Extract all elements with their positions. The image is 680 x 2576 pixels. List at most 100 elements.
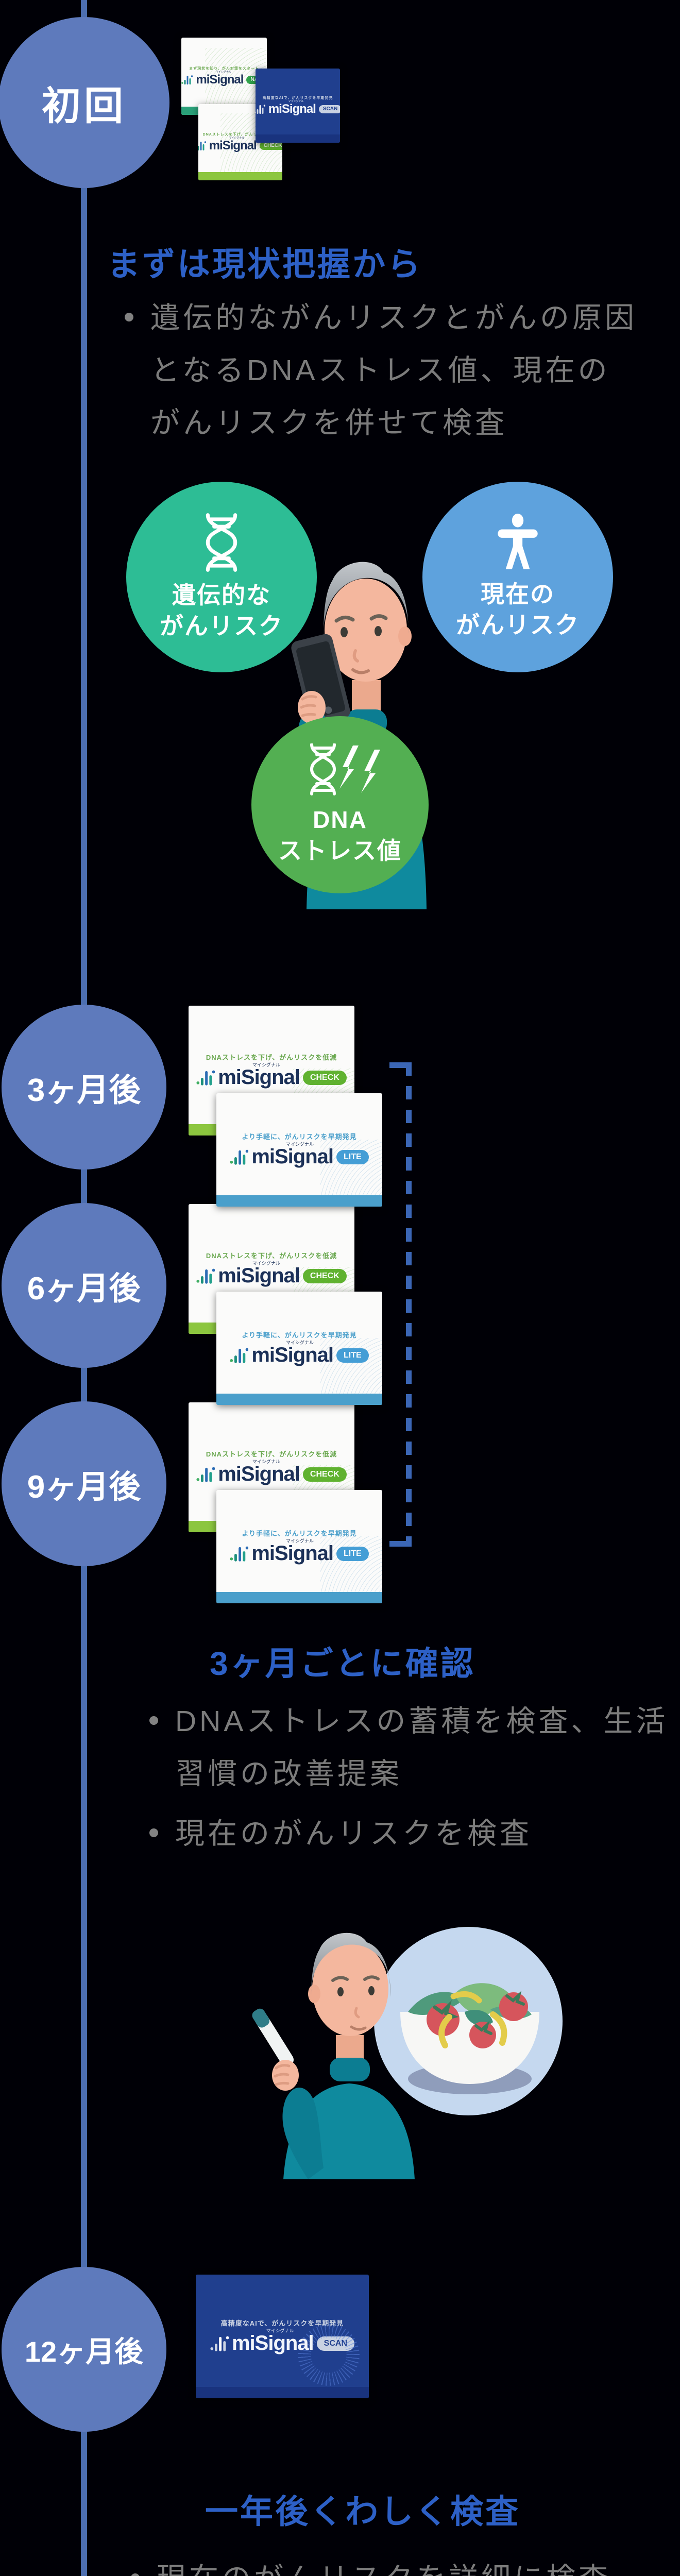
badge-label: 9ヶ月後 bbox=[27, 1469, 141, 1505]
variant-pill: CHECK bbox=[302, 1070, 347, 1085]
section-heading-first: まずは現状把握から bbox=[107, 246, 422, 283]
variant-pill: CHECK bbox=[302, 1467, 347, 1482]
equalizer-icon bbox=[181, 75, 193, 84]
risk-label-line: 遺伝的な bbox=[172, 582, 271, 608]
mesh-decoration bbox=[320, 1536, 382, 1598]
badge-label: 3ヶ月後 bbox=[27, 1073, 141, 1108]
salad-bowl-icon bbox=[400, 1983, 539, 2094]
bullet-item: 現在のがんリスクを詳細に検査 bbox=[131, 2552, 677, 2576]
brand-name: miSignal bbox=[231, 2332, 314, 2354]
brand-kana: マイシグナル bbox=[229, 136, 245, 140]
box-band bbox=[216, 1394, 382, 1405]
brand-name: miSignal bbox=[218, 1066, 300, 1089]
group-bracket-line bbox=[406, 1062, 412, 1547]
equalizer-icon bbox=[230, 1546, 249, 1562]
product-tagline: より手軽に、がんリスクを早期発見 bbox=[242, 1331, 357, 1339]
person-with-test-illustration bbox=[252, 1933, 415, 2179]
box-band bbox=[216, 1195, 382, 1207]
product-tagline: DNAストレスを下げ、がんリスクを低減 bbox=[206, 1252, 337, 1260]
bullet-list-quarterly: DNAストレスの蓄積を検査、生活習慣の改善提案 現在のがんリスクを検査 bbox=[149, 1695, 680, 1860]
bullet-list-first: 遺伝的ながんリスクとがんの原因となるDNAストレス値、現在のがんリスクを併せて検… bbox=[125, 292, 637, 449]
timeline-badge-3months: 3ヶ月後 bbox=[2, 1005, 166, 1170]
equalizer-icon bbox=[196, 1070, 215, 1086]
equalizer-icon bbox=[196, 1467, 215, 1482]
risk-circle-current: 現在の がんリスク bbox=[422, 482, 613, 672]
group-bracket-top bbox=[389, 1062, 408, 1068]
product-tagline: DNAストレスを下げ、がんリスクを低減 bbox=[206, 1054, 337, 1061]
product-tagline: DNAストレスを下げ、がんリスクを低減 bbox=[202, 132, 278, 137]
brand-name: miSignal bbox=[209, 138, 257, 152]
box-band bbox=[196, 2387, 369, 2398]
box-band bbox=[198, 172, 282, 180]
dna-bolt-icon bbox=[310, 743, 380, 795]
brand-kana: マイシグナル bbox=[252, 1062, 280, 1067]
product-tagline: より手軽に、がんリスクを早期発見 bbox=[242, 1133, 357, 1141]
risk-label-line: DNA bbox=[313, 806, 367, 833]
risk-label-line: ストレス値 bbox=[278, 837, 402, 864]
mesh-decoration bbox=[320, 1140, 382, 1201]
risk-label-line: がんリスク bbox=[160, 613, 283, 639]
brand-kana: マイシグナル bbox=[288, 99, 304, 103]
equalizer-icon bbox=[230, 1149, 249, 1165]
brand-name: miSignal bbox=[251, 1344, 334, 1366]
brand-kana: マイシグナル bbox=[266, 2328, 294, 2333]
product-tagline: 高精度なAIで、がんリスクを早期発見 bbox=[220, 2319, 344, 2327]
brand-name: miSignal bbox=[251, 1542, 334, 1565]
equalizer-icon bbox=[230, 1348, 249, 1363]
variant-pill: LITE bbox=[336, 1149, 369, 1164]
bullet-item: 遺伝的ながんリスクとがんの原因となるDNAストレス値、現在のがんリスクを併せて検… bbox=[125, 292, 637, 449]
risk-label-line: 現在の bbox=[481, 581, 555, 607]
risk-circle-dna-stress: DNA ストレス値 bbox=[251, 716, 429, 893]
badge-label: 12ヶ月後 bbox=[24, 2335, 144, 2368]
brand-kana: マイシグナル bbox=[285, 1142, 314, 1147]
risk-label-line: がんリスク bbox=[456, 612, 580, 638]
brand-name: miSignal bbox=[196, 72, 244, 87]
timeline-badge-9months: 9ヶ月後 bbox=[2, 1401, 166, 1566]
variant-pill: LITE bbox=[336, 1348, 369, 1363]
variant-pill: CHECK bbox=[302, 1268, 347, 1283]
bullet-item: DNAストレスの蓄積を検査、生活習慣の改善提案 bbox=[149, 1695, 680, 1800]
timeline-badge-12months: 12ヶ月後 bbox=[2, 2267, 166, 2432]
product-tagline: より手軽に、がんリスクを早期発見 bbox=[242, 1530, 357, 1537]
variant-pill: SCAN bbox=[318, 105, 340, 113]
dna-icon bbox=[206, 513, 237, 572]
burst-decoration bbox=[298, 2324, 360, 2386]
timeline-badge-first: 初回 bbox=[0, 17, 169, 188]
equalizer-icon bbox=[196, 1268, 215, 1284]
equalizer-icon bbox=[256, 104, 265, 114]
product-tagline: まず現状を知り、がん対策をスタート bbox=[189, 66, 259, 71]
equalizer-icon bbox=[198, 141, 206, 150]
mesh-decoration bbox=[320, 1338, 382, 1400]
brand-kana: マイシグナル bbox=[252, 1261, 280, 1266]
section-heading-quarterly: 3ヶ月ごとに確認 bbox=[210, 1645, 475, 1682]
variant-pill: LITE bbox=[336, 1546, 369, 1561]
product-tagline: 高精度なAIで、がんリスクを早期発見 bbox=[262, 96, 333, 100]
brand-kana: マイシグナル bbox=[285, 1538, 314, 1544]
badge-label: 初回 bbox=[42, 84, 126, 128]
brand-name: miSignal bbox=[218, 1264, 300, 1287]
group-bracket-bottom bbox=[389, 1541, 408, 1547]
timeline-badge-6months: 6ヶ月後 bbox=[2, 1203, 166, 1368]
variant-pill: CHECK bbox=[259, 141, 282, 150]
person-icon bbox=[498, 514, 538, 569]
equalizer-icon bbox=[210, 2336, 229, 2351]
section-heading-yearly: 一年後くわしく検査 bbox=[205, 2493, 520, 2530]
brand-name: miSignal bbox=[268, 101, 316, 116]
product-tagline: DNAストレスを下げ、がんリスクを低減 bbox=[206, 1450, 337, 1458]
brand-name: miSignal bbox=[218, 1463, 300, 1485]
brand-kana: マイシグナル bbox=[252, 1459, 280, 1464]
badge-label: 6ヶ月後 bbox=[27, 1271, 141, 1307]
box-band bbox=[256, 134, 340, 143]
